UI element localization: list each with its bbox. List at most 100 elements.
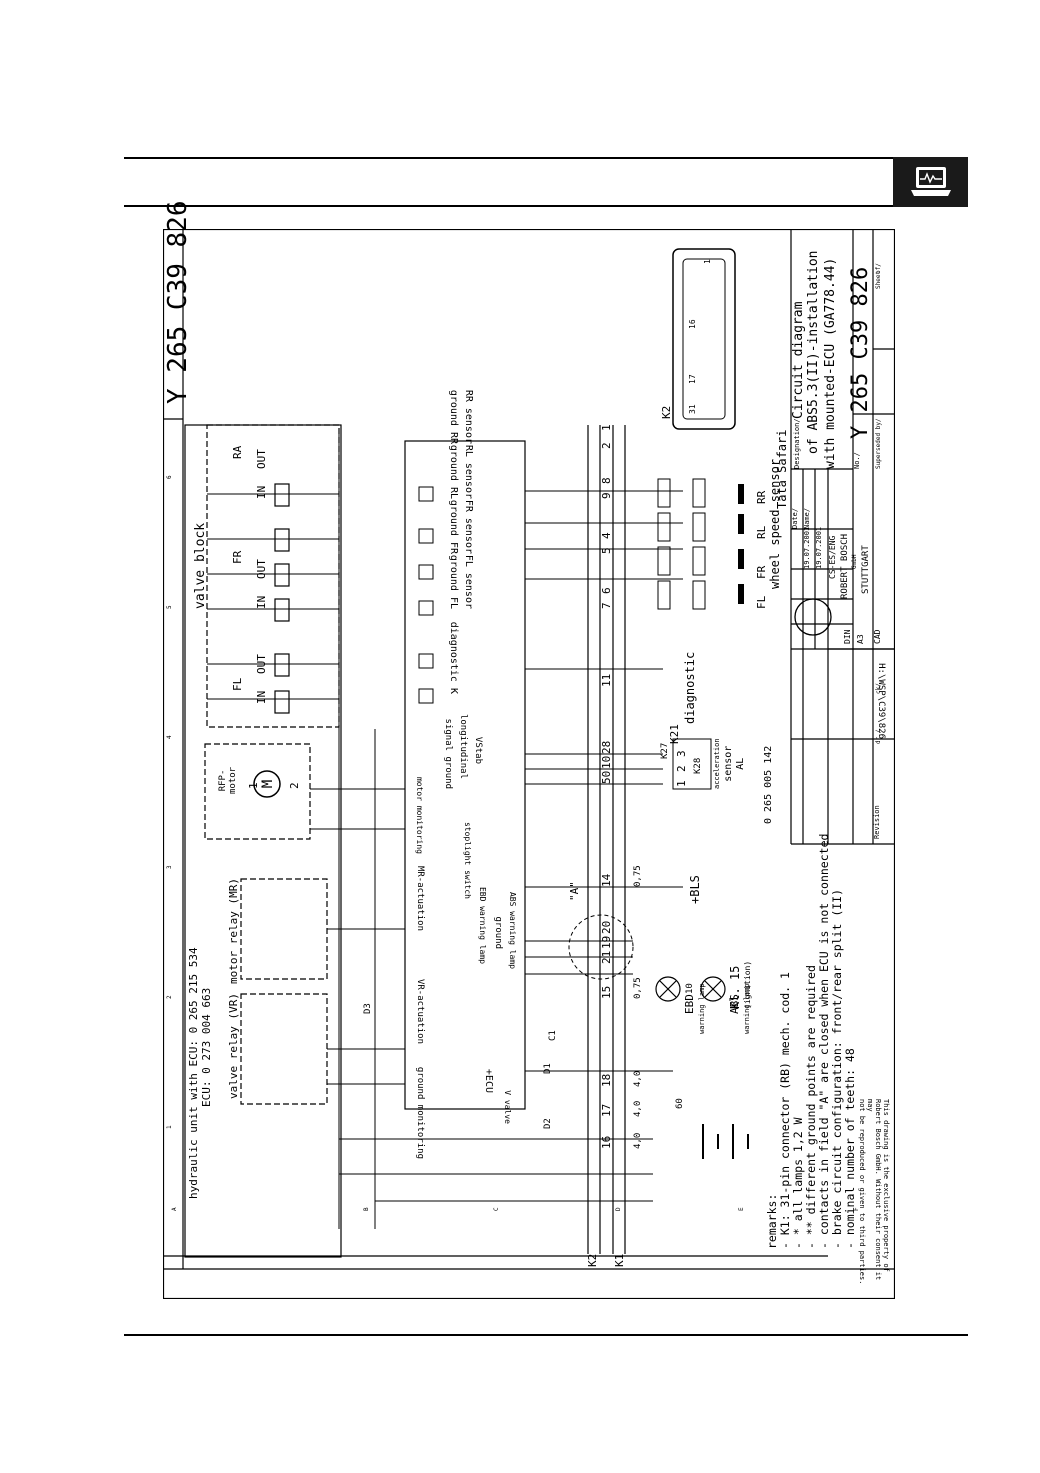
grid-number-2: 2 [166, 995, 173, 999]
ecu-label-signal-ground: signal ground [443, 718, 453, 789]
pin-50: 50 [600, 770, 613, 784]
wheel-fl: FL [755, 595, 768, 609]
sensor-label-ground-rl: ground RL [448, 444, 459, 499]
pin-17: 17 [600, 1103, 613, 1117]
grid-letter-c: C [493, 1207, 500, 1211]
ecu-label-plus-ecu: +ECU [483, 1068, 494, 1093]
grid-letter-b: B [363, 1207, 370, 1211]
title-city: STUTTGART [861, 545, 871, 594]
motor-relay-label: motor relay (MR) [227, 878, 240, 984]
valve-group-ra: RA [231, 445, 244, 459]
fuse-60: 60 [675, 1098, 685, 1109]
grid-number-6: 6 [166, 475, 173, 479]
accel-pin-2: 2 [675, 765, 688, 772]
diagnostic-label: diagnostic [683, 651, 697, 724]
wire-gauge-075-14: 0,75 [633, 865, 643, 887]
ecu-label-vr-actuation: VR-actuation [415, 978, 425, 1044]
title-original: CS-ES/ENG [828, 535, 837, 579]
title-company: ROBERT BOSCH [840, 533, 850, 599]
bls-label: +BLS [688, 875, 702, 904]
sensor-label-rl: RL sensor [463, 444, 474, 499]
k2-pin-1: 1 [703, 259, 712, 264]
grid-number-5: 5 [166, 605, 173, 609]
title-revision: Revision [873, 805, 881, 839]
pin-21: 21 [600, 950, 613, 964]
title-date-label: Date/ [791, 507, 799, 529]
relay-pin-1: 1 [247, 782, 260, 789]
grid-number-3: 3 [166, 865, 173, 869]
valve-out-2: OUT [255, 559, 268, 579]
svg-text:M: M [260, 780, 276, 788]
title-number: Y 265 C39 826 [848, 266, 873, 439]
pin-18: 18 [600, 1073, 613, 1087]
k2-pictogram-label: K2 [660, 405, 673, 419]
pin-10: 10 [600, 755, 613, 769]
sensor-label-rr: RR sensor [463, 389, 474, 444]
grid-letter-f: F [853, 1207, 860, 1211]
title-ck: ck/ [875, 683, 882, 694]
pin-2: 2 [600, 442, 613, 449]
ecu-label-motor-monitoring: motor monitoring [415, 776, 424, 854]
k2-pin-16: 16 [688, 319, 697, 329]
remarks-block: remarks: - K1: 31-pin connector (RB) mec… [765, 833, 857, 1249]
k28-label: K28 [693, 757, 703, 774]
valve-in-2: IN [255, 595, 268, 609]
valve-relay-label: valve relay (VR) [227, 993, 240, 1099]
k2-pin-17: 17 [688, 374, 697, 384]
title-dr: dr./ [875, 729, 882, 744]
abs-lamp-label: ABS [728, 994, 741, 1014]
laptop-icon[interactable] [893, 157, 968, 207]
sensor-label-fr: FR sensor [463, 499, 474, 554]
k21-label: K21 [668, 724, 681, 744]
ecu-label-ground-monitoring: ground monitoring [415, 1066, 425, 1159]
pin-14: 14 [600, 873, 613, 887]
sensor-label-ground-fr: ground FR [448, 499, 459, 554]
title-line-1: Circuit diagram [791, 301, 806, 419]
fuse-10: 10 [685, 983, 695, 994]
diode-d1: D1 [543, 1063, 553, 1074]
title-a3: A3 [856, 634, 865, 644]
pin-4: 4 [600, 532, 613, 539]
vehicle-label: Tata Safari [775, 429, 789, 509]
drawing-number-top: Y 265 C39 826 [163, 200, 193, 405]
sensor-label-ground-rr: ground RR [448, 389, 459, 444]
pin-15: 15 [600, 985, 613, 999]
ebd-lamp-label: EBD [683, 994, 696, 1014]
pin-28: 28 [600, 740, 613, 754]
hydraulic-unit-label: hydraulic unit with ECU: 0 265 215 534 [187, 947, 200, 1199]
title-gmbh: GmbH [851, 554, 858, 569]
diode-d2: D2 [543, 1118, 553, 1129]
rfp-motor-label: RFP-motor [218, 766, 238, 794]
title-sheet-of: of/ [875, 263, 882, 274]
title-line-3: with mounted-ECU (GA778.44) [823, 257, 838, 469]
warning-lamp-ebd: warning lamp [698, 983, 706, 1034]
ecu-label-diagnostic-k: diagnostic K [448, 621, 459, 694]
accel-pin-1: 1 [675, 780, 688, 787]
pin-16: 16 [600, 1135, 613, 1149]
accel-pin-3: 3 [675, 750, 688, 757]
copyright-notice: This drawing is the exclusive property o… [858, 1099, 890, 1285]
valve-out-3: OUT [255, 449, 268, 469]
grid-letter-a: A [171, 1207, 178, 1211]
diode-d3: D3 [363, 1003, 373, 1014]
ecu-label-longitudinal: longitudinal [458, 713, 468, 779]
grid-letter-e: E [738, 1207, 745, 1211]
valve-out-1: OUT [255, 654, 268, 674]
connector-k2: K2 [586, 1253, 599, 1267]
grid-number-4: 4 [166, 735, 173, 739]
ecu-label-mr-actuation: MR-actuation [415, 865, 425, 931]
title-name-label: Name/ [803, 507, 811, 529]
ecu-label-ground: ground [493, 916, 503, 949]
valve-block-label: valve block [193, 522, 208, 609]
pin-19: 19 [600, 935, 613, 949]
relay-pin-2: 2 [288, 782, 301, 789]
wire-gauge-075-15: 0,75 [633, 977, 643, 999]
ecu-number: ECU: 0 273 004 663 [200, 987, 213, 1107]
footer-rule [124, 1334, 968, 1336]
title-superseded: Superseded by/ [875, 418, 882, 469]
valve-in-3: IN [255, 485, 268, 499]
title-din: DIN [843, 629, 852, 644]
field-a-label: "A" [568, 881, 581, 901]
wheel-rl: RL [755, 525, 768, 539]
wheel-rr: RR [755, 490, 768, 504]
